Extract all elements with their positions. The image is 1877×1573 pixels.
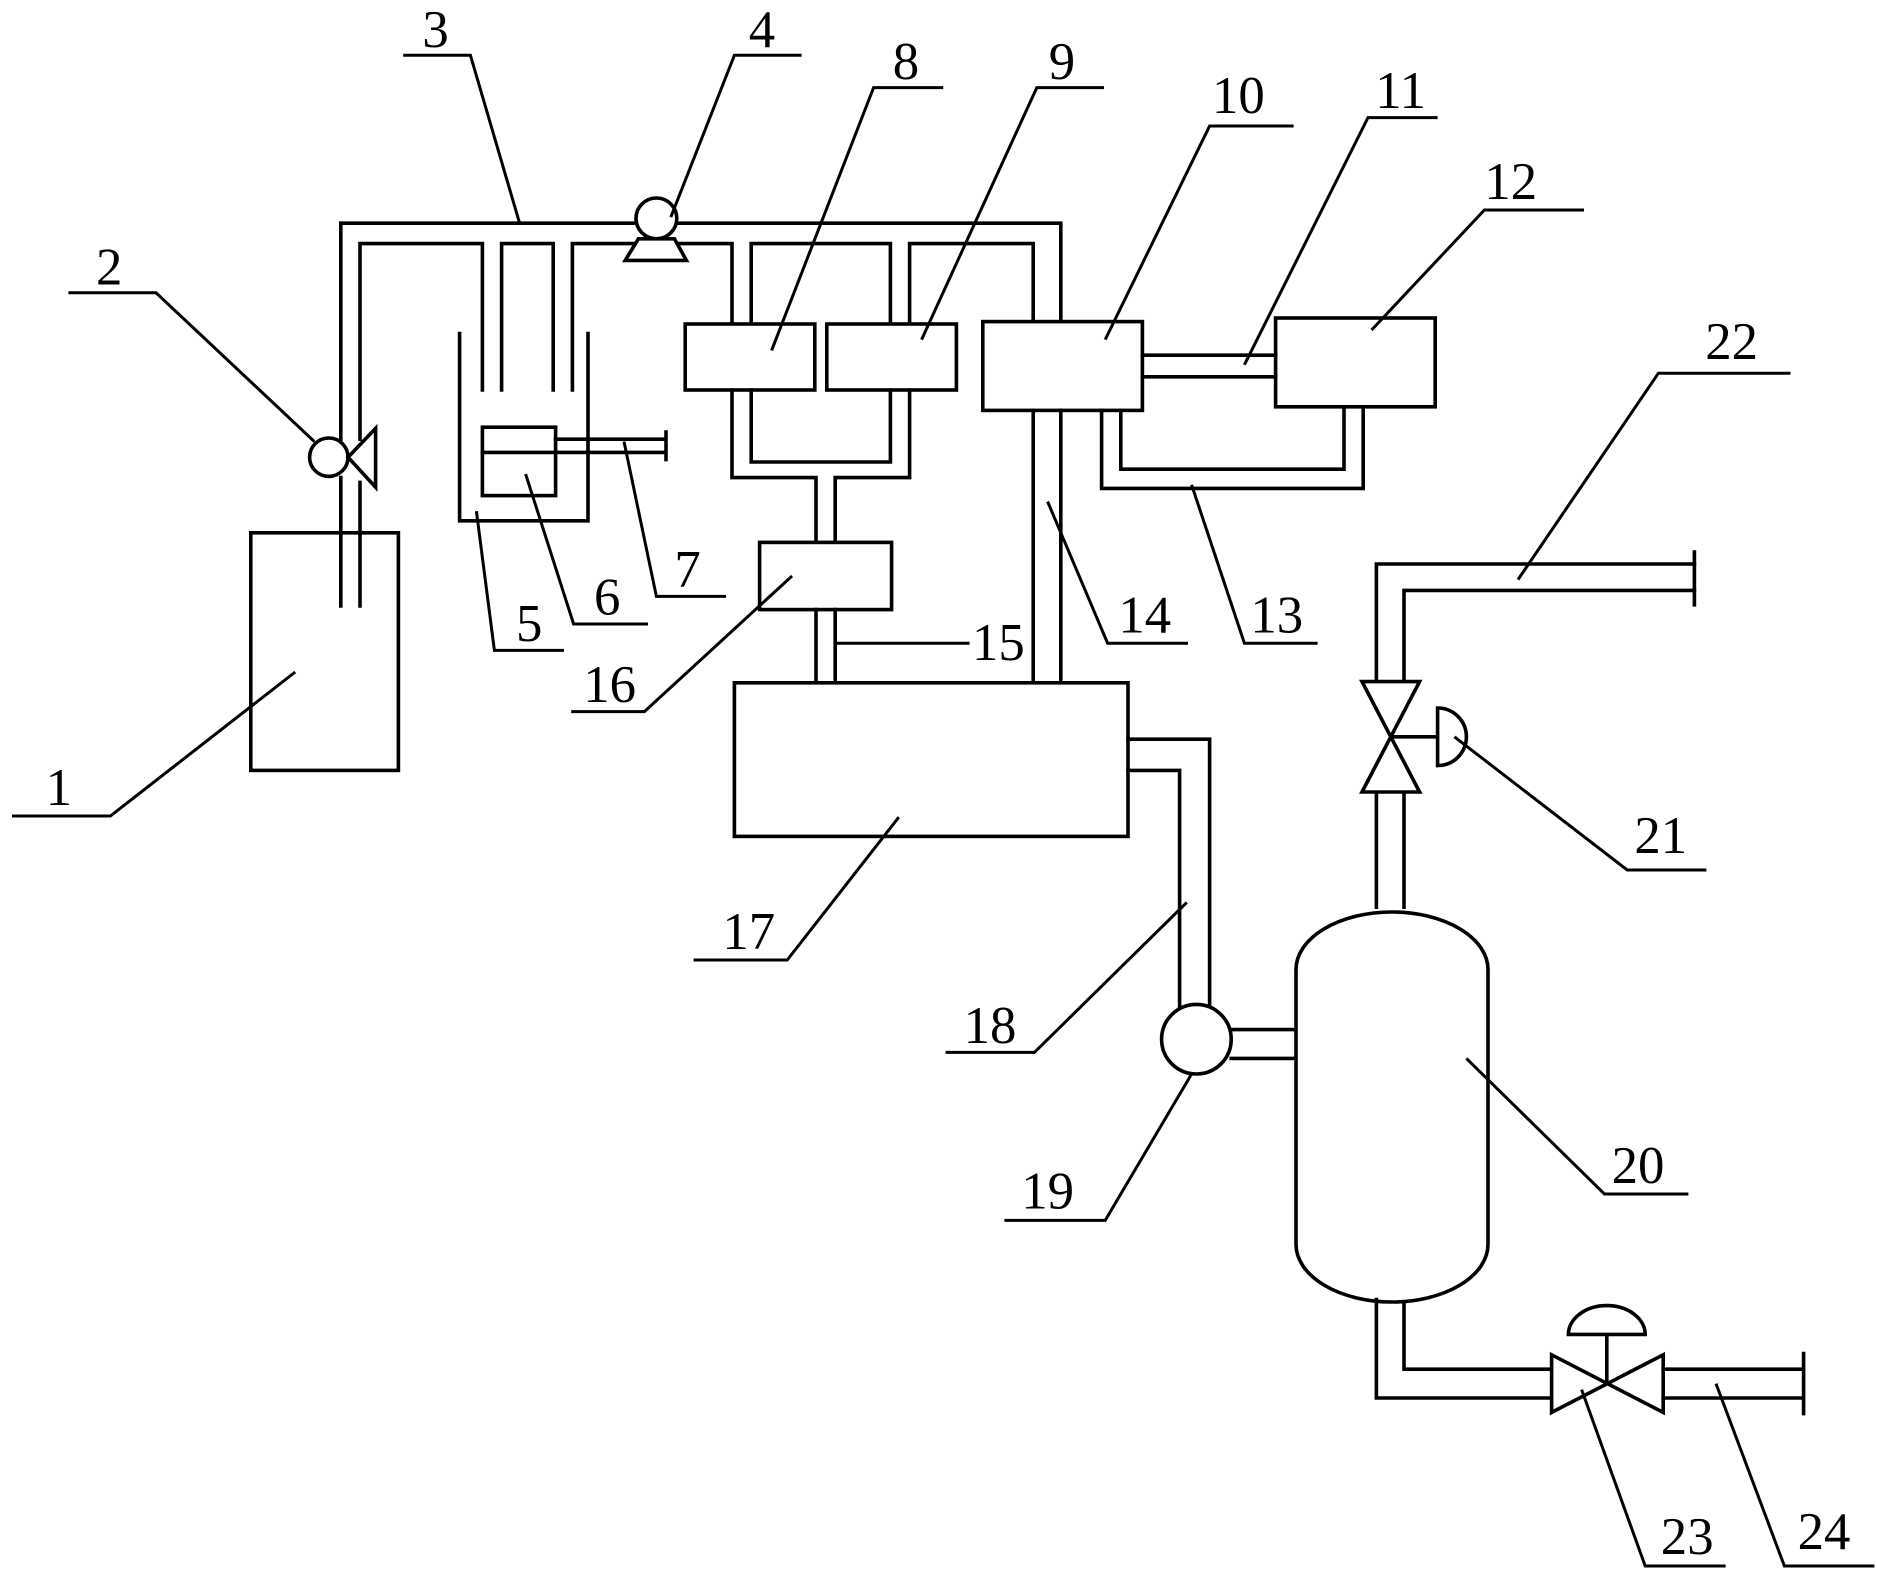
- label-5: 5: [516, 595, 542, 653]
- leader-8: [770, 86, 944, 351]
- leader-23: [1580, 1389, 1726, 1568]
- pump-4: [634, 196, 679, 241]
- label-21: 21: [1634, 807, 1687, 865]
- pipe-18: [1126, 737, 1212, 1013]
- label-23: 23: [1661, 1508, 1714, 1566]
- label-18: 18: [964, 997, 1017, 1055]
- bottom-pipe: [1374, 1297, 1554, 1400]
- label-10: 10: [1212, 67, 1265, 125]
- pump-4-base: [621, 237, 690, 263]
- label-9: 9: [1049, 33, 1075, 91]
- label-8: 8: [893, 33, 919, 91]
- leader-5: [474, 511, 565, 652]
- leader-17: [693, 816, 900, 962]
- label-1: 1: [46, 759, 72, 817]
- leader-22: [1516, 371, 1791, 581]
- tank-1: [249, 531, 401, 773]
- leader-13: [1190, 484, 1318, 645]
- leader-12: [1370, 208, 1585, 332]
- leader-9: [920, 86, 1105, 341]
- pipe-18-inner: [1126, 768, 1182, 1013]
- unit-8: [683, 322, 817, 392]
- leader-7: [622, 441, 727, 598]
- leader-6: [524, 473, 649, 626]
- valve-23-actuator: [1566, 1303, 1648, 1337]
- label-12: 12: [1484, 153, 1537, 211]
- branch-8-9: [749, 241, 893, 324]
- label-24: 24: [1798, 1503, 1851, 1561]
- unit-10: [981, 319, 1145, 413]
- label-11: 11: [1375, 62, 1426, 120]
- vessel-20: [1294, 910, 1490, 1304]
- branch-9-10: [907, 241, 1036, 324]
- leader-11: [1243, 116, 1438, 366]
- label-17: 17: [722, 903, 775, 961]
- outlet-8-9: [730, 388, 818, 545]
- label-22: 22: [1705, 313, 1758, 371]
- vessel-5-pipe-mid: [499, 241, 556, 392]
- label-4: 4: [749, 1, 775, 59]
- leader-4: [669, 53, 802, 218]
- leader-16: [571, 574, 794, 714]
- label-19: 19: [1021, 1162, 1074, 1220]
- leader-18: [945, 901, 1188, 1054]
- leader-20: [1465, 1057, 1689, 1196]
- leader-24: [1714, 1383, 1875, 1568]
- header-pipe-3: [339, 221, 1063, 442]
- unit-16: [757, 540, 894, 612]
- leader-14: [1046, 501, 1189, 645]
- label-2: 2: [96, 238, 122, 296]
- outlet-9: [833, 388, 912, 545]
- vessel-5: [457, 331, 590, 523]
- label-15: 15: [972, 614, 1025, 672]
- bottom-pipe-inner: [1402, 1302, 1554, 1372]
- pipe-24: [1661, 1351, 1806, 1416]
- leader-10: [1103, 124, 1294, 341]
- pipe-13-inner: [1119, 405, 1346, 472]
- leader-1: [12, 670, 297, 818]
- vessel-5-pipe-right: [570, 241, 638, 392]
- valve-21-actuator: [1435, 706, 1469, 768]
- pipe-22-inner: [1402, 588, 1697, 910]
- label-6: 6: [594, 568, 620, 626]
- pipe-19-20: [1229, 1027, 1298, 1061]
- outlet-8-9-inner: [749, 388, 893, 464]
- header-inner-right: [676, 241, 734, 324]
- label-14: 14: [1118, 586, 1171, 644]
- label-20: 20: [1612, 1137, 1665, 1195]
- unit-12: [1273, 316, 1438, 409]
- pipe-13: [1099, 405, 1366, 491]
- unit-6: [480, 425, 558, 498]
- leader-21: [1453, 735, 1707, 872]
- label-16: 16: [583, 656, 636, 714]
- unit-17: [732, 681, 1130, 839]
- unit-9: [825, 322, 959, 392]
- pump-19: [1159, 1002, 1234, 1076]
- label-13: 13: [1250, 586, 1303, 644]
- pipe-22: [1374, 562, 1697, 910]
- rod-7: [553, 430, 668, 462]
- valve-2-actuator: [345, 423, 378, 492]
- leader-19: [1004, 1073, 1193, 1222]
- label-3: 3: [422, 1, 448, 59]
- leader-2: [68, 291, 316, 443]
- header-pipe-3-inner: [358, 241, 485, 442]
- label-7: 7: [674, 541, 700, 599]
- leader-3: [403, 53, 522, 224]
- valve-2: [307, 436, 350, 479]
